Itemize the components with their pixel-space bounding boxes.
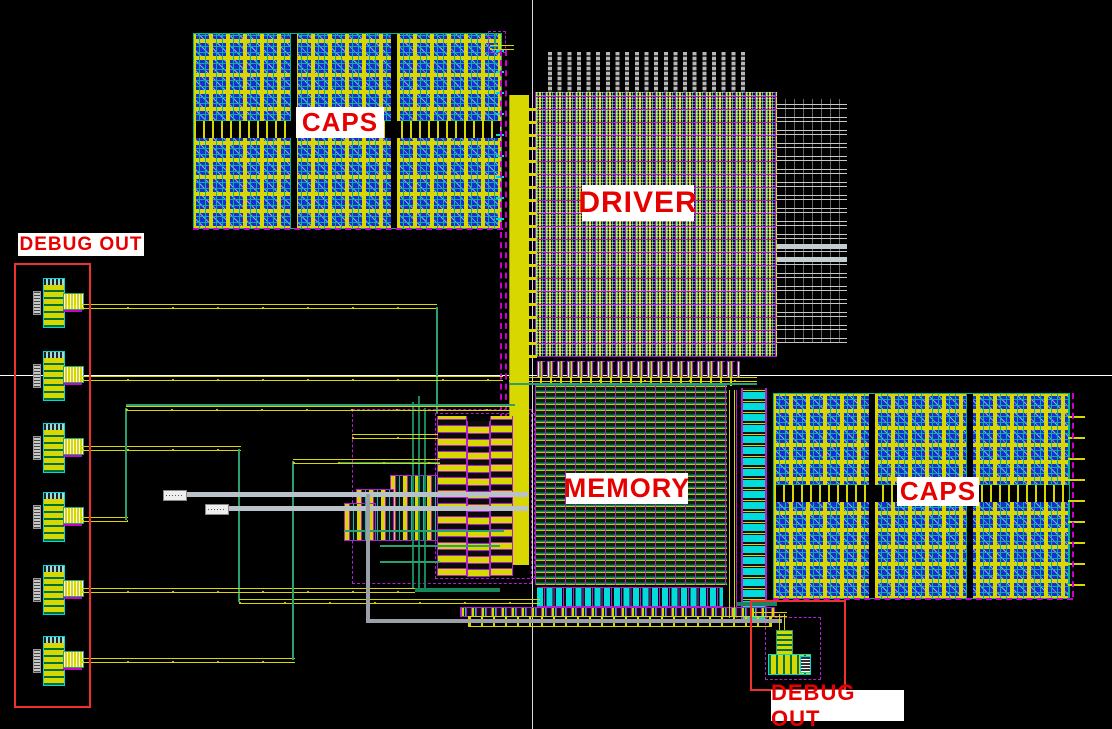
- memory-bottom-cyan-bars: [537, 587, 723, 607]
- vertical-bus-yellow: [509, 95, 529, 565]
- debug-cell-cap: [44, 637, 64, 643]
- caps-right-boundary-dashed-bottom: [773, 598, 1073, 600]
- debug-cell: [33, 351, 84, 401]
- crosshair-vertical-line: [532, 0, 533, 729]
- debug-cell: [33, 423, 84, 473]
- gray-net-bottom: [366, 619, 782, 623]
- debug-cell-magenta: [63, 668, 82, 670]
- driver-top-pins: [548, 52, 746, 92]
- debug-wire-6-riser: [292, 461, 294, 660]
- debug-out-left-label: DEBUG OUT: [18, 233, 144, 256]
- debug-out-left-highlight-box: [14, 263, 91, 708]
- debug-cell-magenta: [63, 597, 82, 599]
- debug-cell-pin: [33, 505, 41, 529]
- memory-right-purple-line: [736, 390, 737, 618]
- debug-right-boundary-dashed: [765, 617, 821, 680]
- driver-bottom-connector-row: [537, 361, 740, 377]
- bus-top-via: [494, 33, 496, 49]
- caps-right-edge-stubs: [1068, 400, 1085, 586]
- debug-wire-1: [82, 304, 437, 309]
- memory-right-rail: [729, 390, 735, 618]
- memory-top-rail-teal: [509, 383, 757, 385]
- debug-cell: [33, 492, 84, 542]
- debug-cell-pin: [33, 364, 41, 388]
- debug-wire-2: [82, 376, 503, 381]
- debug-cell-cap: [44, 424, 64, 430]
- debug-right-yellow-stub: [752, 612, 787, 617]
- debug-wire-1-drop: [436, 307, 438, 413]
- debug-cell-pin: [33, 578, 41, 602]
- debug-cell-magenta: [63, 524, 82, 526]
- memory-top-rail-yellow: [509, 377, 757, 382]
- debug-wire-4-riser: [125, 408, 127, 520]
- bus-to-driver-stubs: [528, 100, 537, 358]
- caps-left-boundary-dashed: [193, 228, 503, 230]
- bus-top-stub: [490, 45, 514, 50]
- debug-wire-3-drop: [238, 449, 240, 602]
- driver-right-solid-wire: [777, 244, 847, 249]
- caps-right-boundary-dashed: [1072, 393, 1074, 597]
- driver-block: [535, 92, 777, 357]
- caps-right-label: CAPS: [897, 476, 979, 506]
- logic-green-wire: [424, 408, 426, 588]
- debug-cell: [33, 278, 84, 328]
- gray-net-2-label: [205, 504, 229, 515]
- debug-cell-cap: [44, 352, 64, 358]
- debug-cell-cap: [44, 566, 64, 572]
- debug-cell-pin: [33, 649, 41, 673]
- debug-wire-4-rail-teal: [126, 404, 515, 406]
- debug-wire-5-green: [415, 588, 500, 592]
- debug-cell-magenta: [63, 310, 82, 312]
- debug-cell-cap: [44, 493, 64, 499]
- gray-net-1-label: [163, 490, 187, 501]
- bus-boundary-dashed: [500, 50, 502, 420]
- debug-wire-3: [82, 446, 241, 451]
- logic-teal-wire: [380, 545, 500, 547]
- debug-wire-6: [82, 658, 295, 663]
- debug-cell-connector: [63, 366, 84, 383]
- memory-block: [535, 385, 727, 585]
- debug-right-connector: [800, 656, 811, 673]
- logic-teal-wire: [380, 561, 440, 563]
- debug-cell: [33, 565, 84, 615]
- debug-out-right-highlight-box: [750, 600, 846, 691]
- debug-cell-cap: [44, 279, 64, 285]
- debug-out-right-label: DEBUG OUT: [771, 680, 904, 729]
- debug-cell-magenta: [63, 455, 82, 457]
- gray-net-1: [165, 492, 528, 497]
- caps-separator: [869, 394, 875, 598]
- logic-cell-column: [467, 421, 490, 577]
- debug-wire-5: [82, 588, 415, 593]
- debug-right-yellow-riser: [779, 614, 785, 633]
- debug-cell-connector: [63, 293, 84, 310]
- caps-left-label: CAPS: [296, 107, 384, 138]
- logic-teal-wire: [344, 530, 504, 532]
- caps-separator: [291, 34, 297, 228]
- memory-label: MEMORY: [563, 473, 691, 504]
- debug-cell-magenta: [63, 383, 82, 385]
- gray-net-drop: [366, 494, 370, 622]
- driver-right-solid-wire: [777, 257, 847, 262]
- debug-wire-3-bottom: [239, 599, 540, 604]
- debug-wire-6-rail: [293, 459, 440, 464]
- debug-cell-pin: [33, 291, 41, 315]
- bus-boundary-dashed: [505, 50, 507, 420]
- driver-right-stub-wires: [777, 99, 847, 343]
- debug-right-green-wire: [737, 602, 777, 606]
- debug-cell-pin: [33, 436, 41, 460]
- debug-wire-4: [82, 517, 128, 522]
- bus-top-cap: [488, 31, 506, 53]
- debug-cell-connector: [63, 507, 84, 524]
- caps-separator: [391, 34, 397, 228]
- memory-via-column: [741, 388, 767, 619]
- debug-wire-4-rail: [126, 406, 515, 411]
- driver-label: DRIVER: [578, 185, 698, 221]
- logic-yellow-wire: [352, 434, 438, 439]
